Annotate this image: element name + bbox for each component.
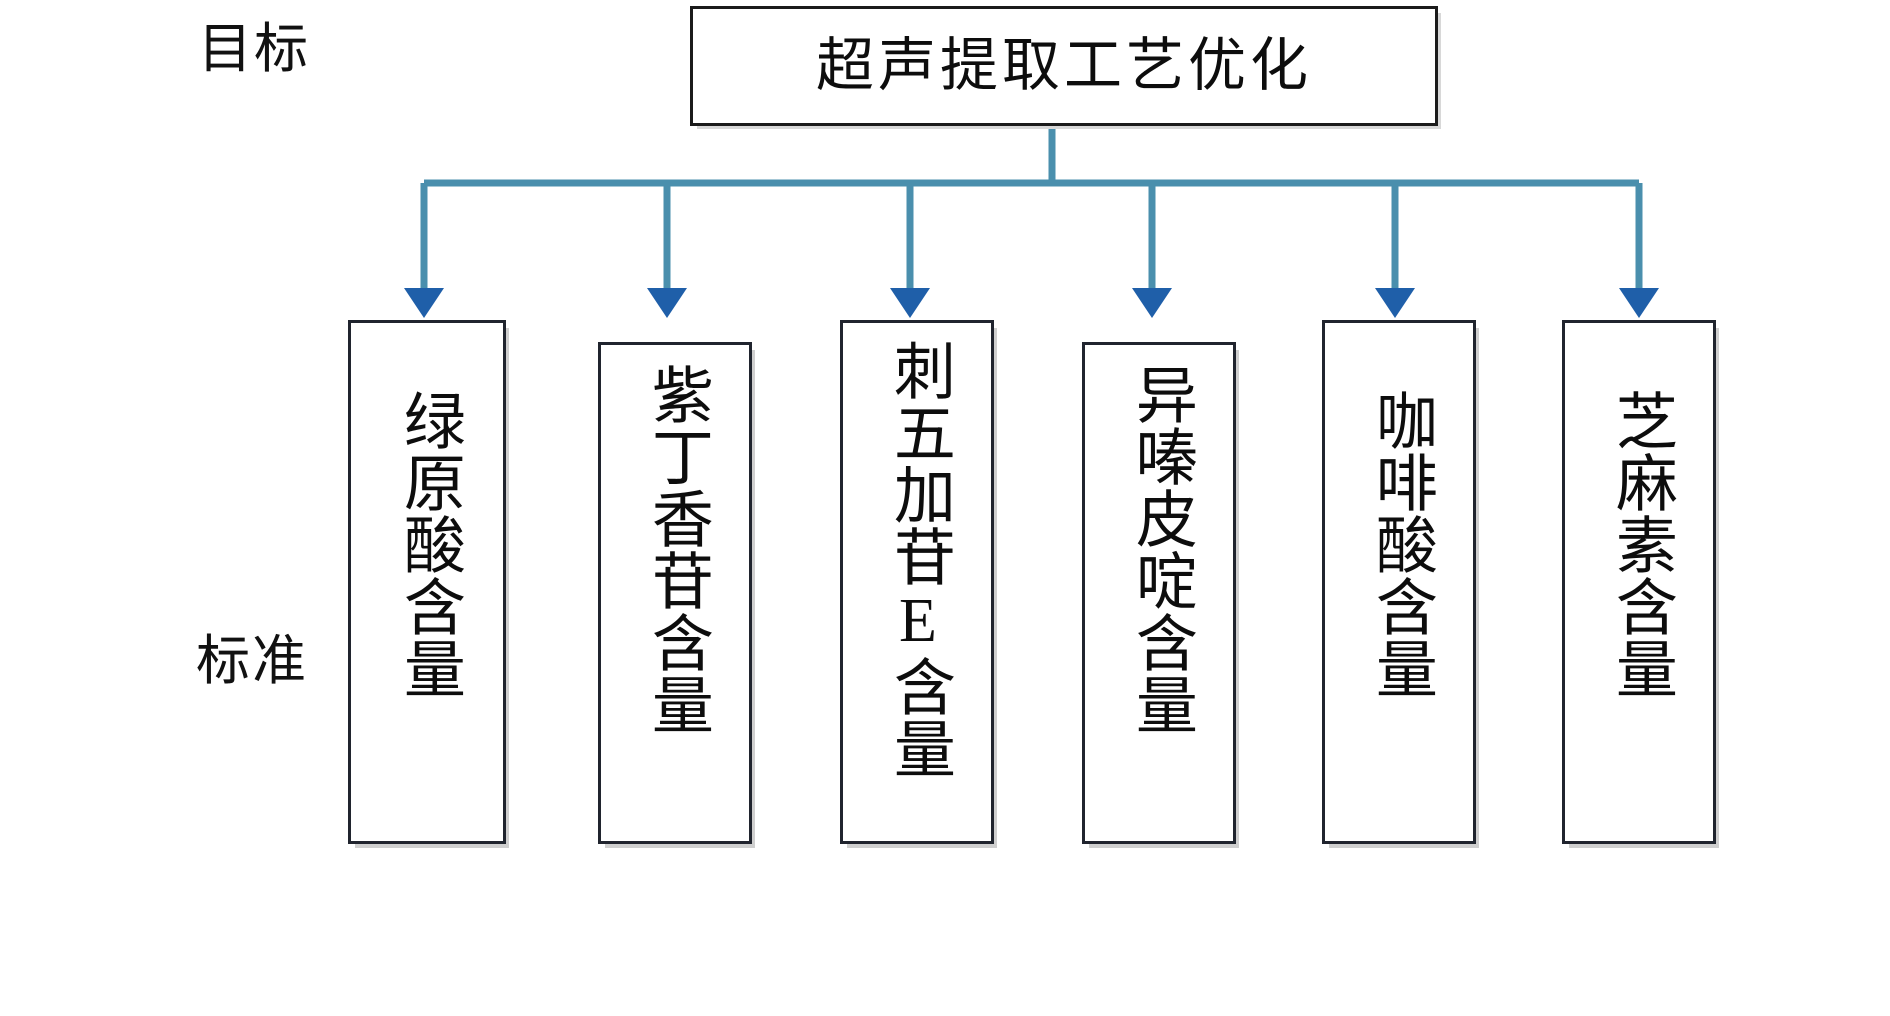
criteria-box-6-text: 芝麻素含量	[1605, 389, 1674, 699]
row-label-criteria: 标准	[196, 631, 308, 691]
arrow-head-2	[647, 288, 687, 318]
goal-box-text: 超声提取工艺优化	[815, 33, 1312, 98]
arrow-head-6	[1619, 288, 1659, 318]
arrow-head-4	[1132, 288, 1172, 318]
criteria-box-5-text: 咖啡酸含量	[1365, 389, 1434, 699]
row-label-goal: 目标	[198, 19, 310, 79]
criteria-box-4-text: 异嗪皮啶含量	[1125, 363, 1194, 735]
criteria-box-2[interactable]: 紫丁香苷含量	[598, 342, 752, 844]
criteria-box-6[interactable]: 芝麻素含量	[1562, 320, 1716, 844]
arrow-head-3	[890, 288, 930, 318]
criteria-box-3[interactable]: 刺五加苷E含量	[840, 320, 994, 844]
criteria-box-1-text: 绿原酸含量	[393, 389, 462, 699]
criteria-box-4[interactable]: 异嗪皮啶含量	[1082, 342, 1236, 844]
criteria-box-1[interactable]: 绿原酸含量	[348, 320, 506, 844]
criteria-box-3-text: 刺五加苷E含量	[883, 339, 952, 779]
goal-box[interactable]: 超声提取工艺优化	[690, 6, 1438, 126]
arrow-head-5	[1375, 288, 1415, 318]
arrow-head-1	[404, 288, 444, 318]
criteria-box-5[interactable]: 咖啡酸含量	[1322, 320, 1476, 844]
criteria-box-2-text: 紫丁香苷含量	[641, 363, 710, 735]
